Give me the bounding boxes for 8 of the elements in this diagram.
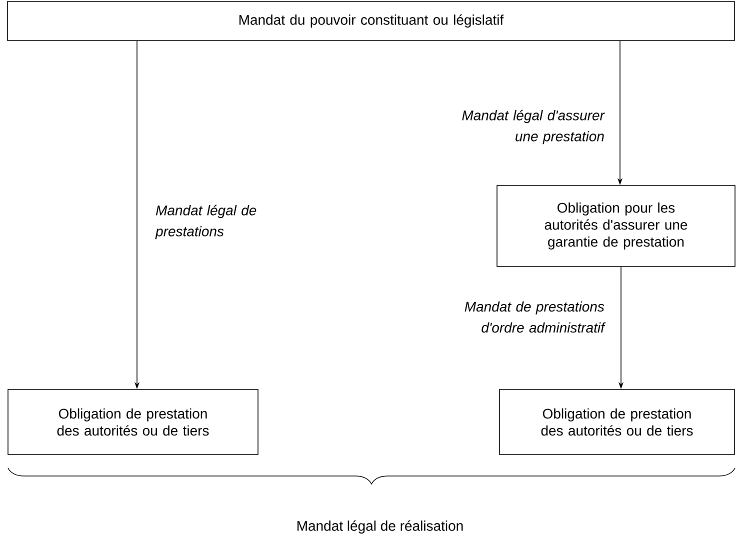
- edge-label: Mandat légal de prestations: [155, 204, 256, 240]
- brace-label: Mandat légal de réalisation: [297, 520, 463, 534]
- text-box: Obligation de prestation des autorités ou de tiers: [499, 389, 735, 455]
- text-box: Obligation pour les autorités d'assurer une garantie de prestation: [496, 185, 736, 267]
- text-box: Obligation de prestation des autorités ou de tiers: [8, 389, 258, 455]
- edge-label: Mandat légal d'assurer une prestation: [462, 110, 605, 144]
- edge-label: Mandat de prestations d'ordre administratif: [464, 301, 606, 333]
- text-box: Mandat du pouvoir constituant ou législatif: [7, 1, 735, 41]
